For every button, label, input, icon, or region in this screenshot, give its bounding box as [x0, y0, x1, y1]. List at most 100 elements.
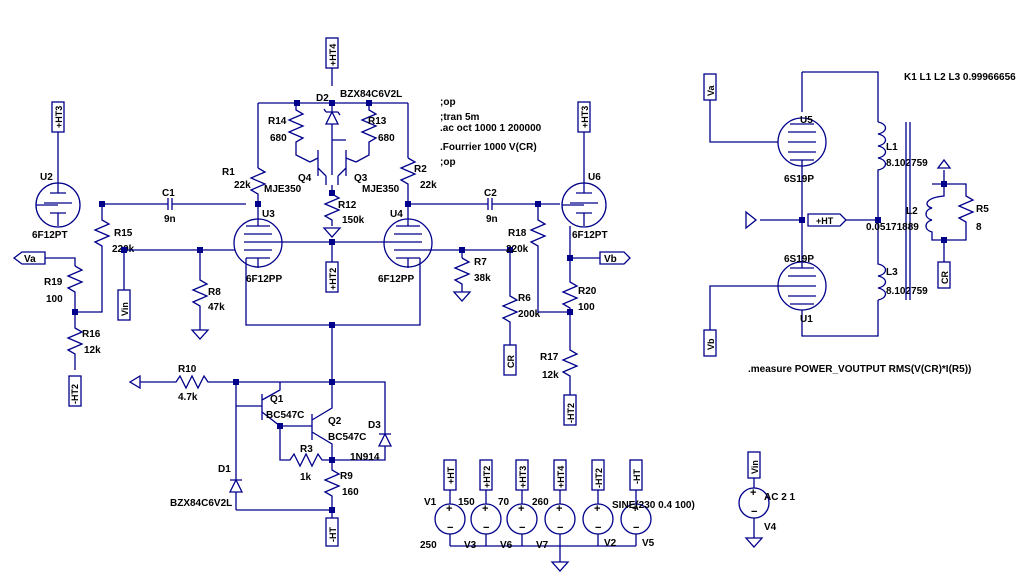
ht3-flag-right[interactable]: +HT3: [577, 101, 591, 180]
vin-flag[interactable]: Vin: [117, 247, 258, 321]
source-v4[interactable]: Vin +− AC 2 1 V4: [738, 451, 796, 548]
resistor-r19[interactable]: R19 100: [44, 265, 84, 315]
cr-flag-mid[interactable]: CR: [503, 344, 517, 376]
zener-d1[interactable]: D1 BZX84C6V2L: [170, 382, 244, 510]
resistor-r10[interactable]: R10 4.7k: [128, 364, 332, 403]
resistor-r6[interactable]: R6 200k: [501, 250, 541, 345]
inductor-l3[interactable]: L3 8.102759: [877, 220, 928, 301]
svg-text:+: +: [750, 487, 756, 499]
resistor-r5[interactable]: R5 8: [936, 158, 989, 262]
tube-u3[interactable]: U3 6F12PP: [233, 204, 283, 285]
svg-text:U2: U2: [40, 172, 53, 183]
svg-text:V5: V5: [642, 538, 655, 549]
svg-text:Q3: Q3: [354, 173, 368, 184]
zener-d2[interactable]: D2 BZX84C6V2L: [316, 89, 402, 140]
ht4-flag[interactable]: +HT4: [325, 37, 339, 69]
net-ht4-top[interactable]: +HT4: [257, 37, 409, 168]
source-v1[interactable]: +− +HT V1 250: [420, 459, 466, 551]
directive-tran[interactable]: ;tran 5m: [440, 112, 480, 123]
transformer-core[interactable]: [905, 122, 911, 300]
svg-text:L3: L3: [886, 267, 898, 278]
source-v2[interactable]: +− -HT2 V2: [582, 459, 617, 549]
transistor-q3[interactable]: Q3 MJE350: [332, 139, 400, 195]
resistor-r3[interactable]: R3 1k: [279, 444, 332, 483]
svg-text:BC547C: BC547C: [328, 432, 366, 443]
svg-text:R18: R18: [508, 228, 527, 239]
cr-flag-right[interactable]: CR: [937, 261, 951, 289]
svg-text:6F12PT: 6F12PT: [32, 230, 68, 241]
svg-text:Vb: Vb: [706, 338, 716, 350]
svg-text:−: −: [447, 522, 453, 534]
diode-d3[interactable]: D3 1N914: [332, 381, 393, 463]
resistor-r20[interactable]: R20 100: [561, 258, 597, 340]
resistor-r9[interactable]: R9 160: [236, 457, 359, 513]
directive-op-1[interactable]: ;op: [440, 97, 456, 108]
vb-flag-right[interactable]: Vb: [703, 329, 717, 357]
resistor-r13[interactable]: R13 680: [355, 103, 395, 163]
capacitor-c2[interactable]: C2 9n: [484, 188, 560, 225]
svg-text:1N914: 1N914: [350, 452, 380, 463]
tube-u5[interactable]: U5 6S19P: [777, 71, 879, 220]
cathode-ground[interactable]: [745, 210, 805, 230]
mht2-flag-right[interactable]: -HT2: [563, 394, 577, 426]
tube-u2[interactable]: U2 6F12PT: [32, 172, 81, 241]
capacitor-c1[interactable]: C1 9n: [99, 188, 246, 225]
directive-ac[interactable]: .ac oct 1000 1 200000: [440, 123, 542, 134]
mht2-flag-left[interactable]: -HT2: [68, 375, 82, 407]
svg-text:0.05171889: 0.05171889: [866, 222, 919, 233]
svg-text:+HT4: +HT4: [328, 44, 338, 66]
resistor-r8[interactable]: R8 47k: [191, 247, 225, 340]
svg-text:1k: 1k: [300, 472, 312, 483]
svg-text:R1: R1: [222, 167, 235, 178]
svg-text:D1: D1: [218, 464, 231, 475]
svg-text:L2: L2: [906, 206, 918, 217]
transistor-q4[interactable]: Q4 MJE350: [264, 140, 333, 195]
va-port-left[interactable]: Va: [12, 251, 76, 266]
va-flag-right[interactable]: Va: [703, 73, 788, 143]
resistor-r16[interactable]: R16 12k: [66, 312, 101, 370]
net-ht2-screen[interactable]: +HT2: [272, 239, 394, 293]
resistor-r12[interactable]: R12 150k: [323, 185, 365, 238]
svg-text:680: 680: [378, 133, 395, 144]
svg-text:220k: 220k: [506, 244, 529, 255]
transistor-q1[interactable]: Q1 BC547C: [236, 382, 304, 445]
directive-op-2[interactable]: ;op: [440, 157, 456, 168]
tube-u6[interactable]: U6 6F12PT: [561, 172, 608, 241]
svg-text:V2: V2: [604, 538, 617, 549]
resistor-r1[interactable]: R1 22k: [222, 167, 267, 204]
source-v6[interactable]: +− +HT3 70 V6: [498, 459, 538, 551]
inductor-l1[interactable]: L1 8.102759: [877, 121, 928, 220]
svg-text:R13: R13: [368, 116, 387, 127]
resistor-r7[interactable]: R7 38k: [453, 257, 491, 302]
directive-coupling[interactable]: K1 L1 L2 L3 0.99966656: [904, 72, 1016, 83]
tube-u4[interactable]: U4 6F12PP: [378, 204, 433, 285]
source-v3[interactable]: +− +HT2 150 V3: [458, 459, 502, 551]
supply-rail[interactable]: [450, 545, 636, 572]
directive-measure[interactable]: .measure POWER_VOUTPUT RMS(V(CR)*I(R5)): [748, 364, 971, 375]
svg-text:BC547C: BC547C: [266, 410, 304, 421]
svg-text:22k: 22k: [420, 180, 437, 191]
mht-flag[interactable]: -HT: [325, 510, 339, 547]
net-u4-grid[interactable]: [422, 247, 513, 258]
source-v5[interactable]: +− -HT SINE(230 0.4 100) V5: [612, 459, 695, 549]
svg-text:680: 680: [270, 133, 287, 144]
resistor-r17[interactable]: R17 12k: [540, 340, 579, 395]
svg-text:U4: U4: [390, 209, 403, 220]
resistor-r18[interactable]: R18 220k: [506, 204, 570, 313]
tube-u1[interactable]: 6S19P U1: [709, 220, 879, 337]
ht3-flag-left[interactable]: +HT3: [51, 101, 65, 180]
svg-text:47k: 47k: [208, 302, 225, 313]
svg-text:6F12PP: 6F12PP: [246, 274, 282, 285]
source-v7[interactable]: +− +HT4 260 V7: [532, 459, 576, 551]
ht-flag-output[interactable]: +HT: [807, 213, 881, 227]
resistor-r14[interactable]: R14 680: [268, 103, 311, 163]
svg-text:V1: V1: [424, 497, 437, 508]
svg-text:R6: R6: [518, 293, 531, 304]
directive-fourier[interactable]: .Fourrier 1000 V(CR): [440, 142, 537, 153]
resistor-r2[interactable]: R2 22k: [399, 157, 437, 204]
transistor-q2[interactable]: Q2 BC547C: [277, 382, 366, 460]
svg-text:U3: U3: [262, 209, 275, 220]
svg-text:−: −: [483, 522, 489, 534]
svg-text:R8: R8: [208, 287, 221, 298]
inductor-l2[interactable]: L2 0.05171889: [866, 183, 945, 241]
